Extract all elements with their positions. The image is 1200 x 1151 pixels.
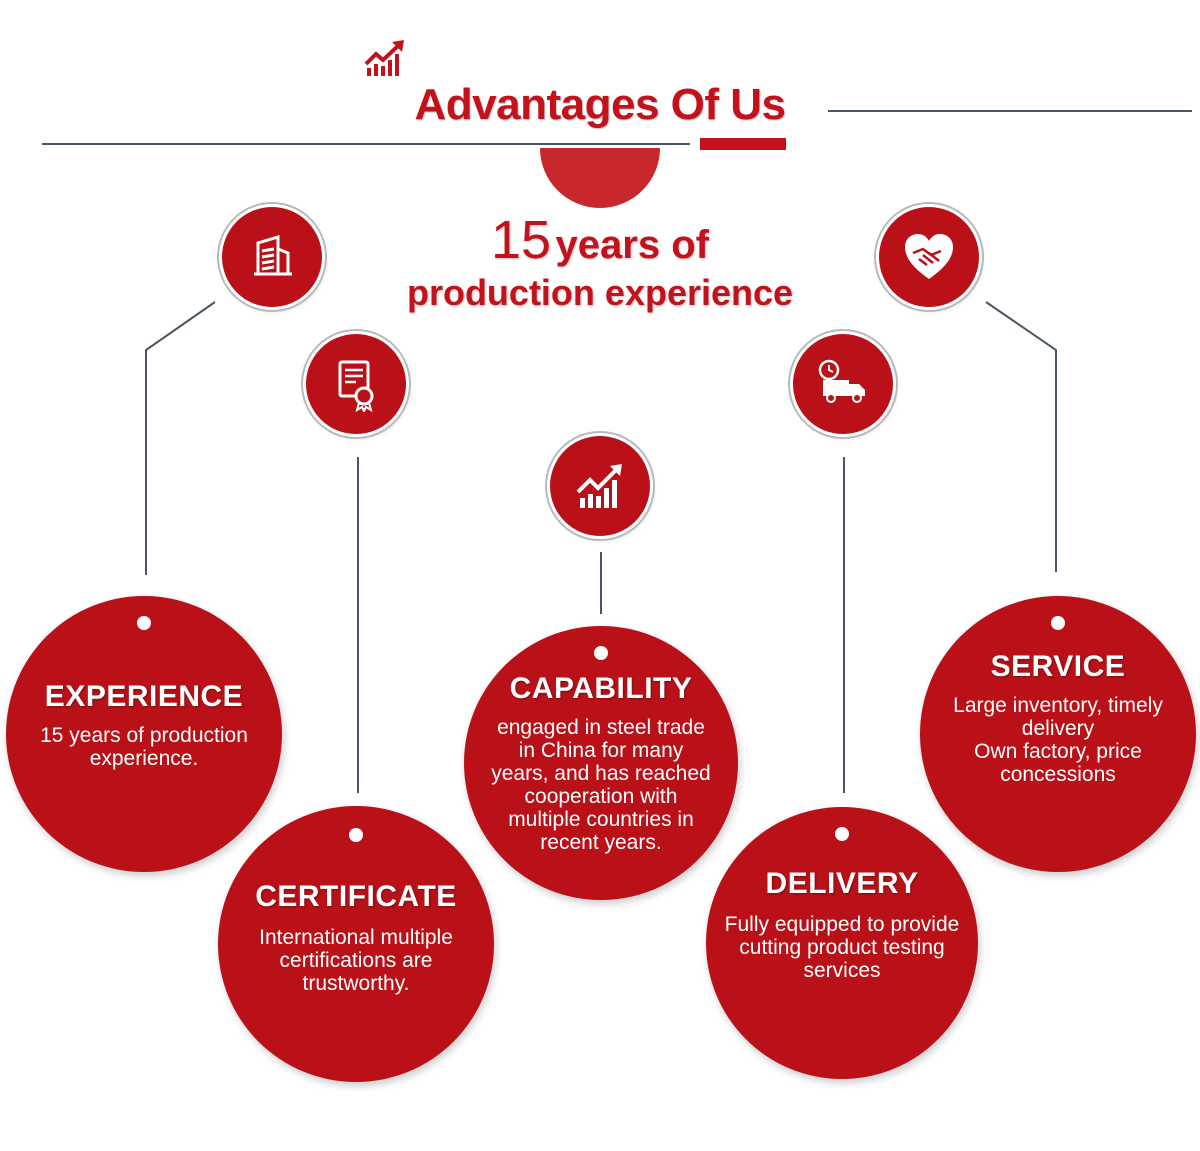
page-title: Advantages Of Us xyxy=(414,80,786,129)
headline-line-1: 15 years of xyxy=(300,208,900,272)
advantage-certificate: CERTIFICATE International multiple certi… xyxy=(218,806,494,1082)
title-divider-right xyxy=(828,110,1192,112)
building-icon xyxy=(254,234,292,276)
service-description: Large inventory, timely delivery Own fac… xyxy=(953,694,1163,786)
delivery-truck-icon xyxy=(818,359,865,403)
header-growth-icon xyxy=(364,40,406,78)
service-title: SERVICE xyxy=(990,650,1126,683)
headline-number: 15 xyxy=(491,210,552,270)
certificate-description: International multiple certifications ar… xyxy=(259,926,453,995)
delivery-dot xyxy=(835,827,849,841)
certificate-title: CERTIFICATE xyxy=(255,880,457,913)
delivery-title: DELIVERY xyxy=(765,867,919,900)
delivery-connector xyxy=(843,457,845,793)
experience-dot xyxy=(137,616,151,630)
handshake-heart-icon xyxy=(905,234,953,279)
advantage-capability: CAPABILITY engaged in steel trade in Chi… xyxy=(464,626,738,900)
experience-connector xyxy=(145,301,216,575)
advantage-delivery: DELIVERY Fully equipped to provide cutti… xyxy=(706,807,978,1079)
service-connector xyxy=(985,301,1057,572)
advantage-experience: EXPERIENCE 15 years of production experi… xyxy=(6,596,282,872)
delivery-icon-circle xyxy=(793,334,893,434)
headline-line-2: production experience xyxy=(406,272,794,313)
title-underline-accent xyxy=(700,138,786,150)
capability-connector xyxy=(600,552,602,614)
experience-icon-circle xyxy=(222,207,322,307)
service-dot xyxy=(1051,616,1065,630)
certificate-connector xyxy=(357,457,359,793)
delivery-description: Fully equipped to provide cutting produc… xyxy=(724,913,960,982)
title-divider-left xyxy=(42,143,690,145)
capability-dot xyxy=(594,646,608,660)
headline-line1-rest: years of xyxy=(555,223,709,267)
capability-description: engaged in steel trade in China for many… xyxy=(491,716,711,854)
experience-title: EXPERIENCE xyxy=(44,680,244,713)
service-icon-circle xyxy=(879,207,979,307)
growth-chart-icon xyxy=(576,464,622,508)
certificate-icon xyxy=(338,360,374,412)
certificate-dot xyxy=(349,828,363,842)
capability-icon-circle xyxy=(550,436,650,536)
certificate-icon-circle xyxy=(306,334,406,434)
advantage-service: SERVICE Large inventory, timely delivery… xyxy=(920,596,1196,872)
capability-title: CAPABILITY xyxy=(509,672,693,705)
experience-description: 15 years of production experience. xyxy=(40,724,248,770)
